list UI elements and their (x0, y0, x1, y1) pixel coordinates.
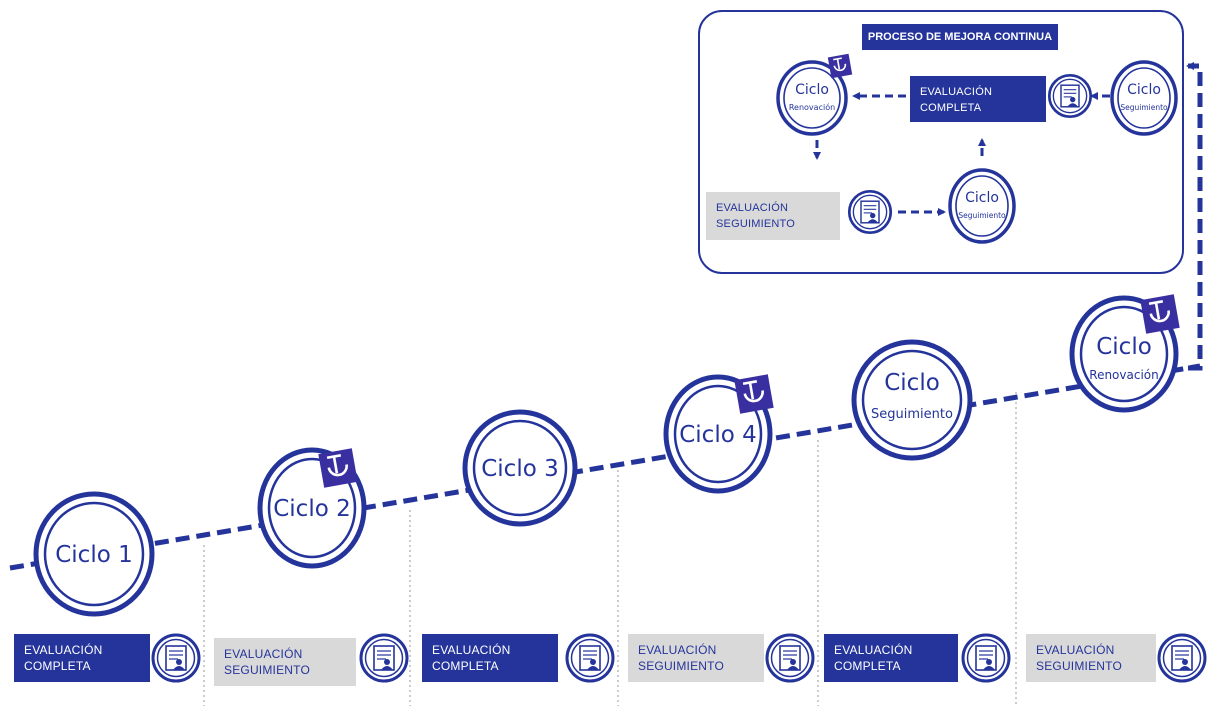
evaluation-label-line: SEGUIMIENTO (716, 218, 796, 230)
evaluation-label-line: COMPLETA (834, 659, 901, 673)
evaluation-label-4: EVALUACIÓN SEGUIMIENTO (628, 634, 764, 682)
evaluation-label-line: EVALUACIÓN (432, 643, 511, 657)
certification-badge-icon (826, 52, 854, 80)
progress-path (9, 363, 1201, 571)
panel-renovacion-title: Ciclo (795, 82, 829, 98)
cycle-1-label: Ciclo 1 (55, 542, 133, 568)
evaluation-label-1: EVALUACIÓN COMPLETA (14, 634, 150, 682)
cycle-2-label: Ciclo 2 (273, 496, 351, 522)
cycle-renovacion-title: Ciclo (1096, 334, 1152, 360)
cycle-3-label: Ciclo 3 (481, 456, 559, 482)
cycle-seguimiento-subtitle: Seguimiento (871, 407, 953, 422)
evaluation-label-line: EVALUACIÓN (1036, 643, 1115, 657)
cycle-renovacion: Ciclo Renovación (1069, 293, 1181, 413)
panel-seguimiento-title: Ciclo (1127, 82, 1161, 98)
evaluation-label-line: EVALUACIÓN (834, 643, 913, 657)
evaluation-label-line: EVALUACIÓN (716, 202, 789, 214)
cycle-2: Ciclo 2 (257, 447, 367, 569)
evaluation-document-icon (1047, 73, 1093, 119)
evaluation-label-line: COMPLETA (920, 102, 982, 114)
cycle-3: Ciclo 3 (462, 409, 578, 527)
cycle-1: Ciclo 1 (33, 491, 155, 617)
evaluation-label-line: SEGUIMIENTO (1036, 659, 1122, 673)
cycle-seguimiento: Ciclo Seguimiento (851, 339, 973, 461)
panel-evaluation-seguimiento: EVALUACIÓN SEGUIMIENTO (706, 192, 840, 240)
evaluation-label-line: EVALUACIÓN (920, 86, 993, 98)
evaluation-document-icon (847, 189, 893, 235)
evaluation-label-5: EVALUACIÓN COMPLETA (824, 634, 958, 682)
panel-cycle-seguimiento-mid: Ciclo Seguimiento (948, 168, 1016, 244)
panel-seguimiento-subtitle: Seguimiento (1120, 103, 1168, 112)
evaluation-label-line: SEGUIMIENTO (224, 663, 310, 677)
panel-seguimiento-mid-subtitle: Seguimiento (958, 211, 1006, 220)
panel-seguimiento-mid-title: Ciclo (965, 190, 999, 206)
evaluation-label-line: COMPLETA (24, 659, 91, 673)
loop-path (1186, 62, 1203, 371)
panel-title: PROCESO DE MEJORA CONTINUA (862, 24, 1058, 50)
evaluation-label-line: EVALUACIÓN (638, 643, 717, 657)
panel-cycle-seguimiento-top: Ciclo Seguimiento (1110, 60, 1178, 136)
panel-cycle-renovacion: Ciclo Renovación (776, 52, 854, 136)
evaluation-label-line: COMPLETA (432, 659, 499, 673)
evaluation-label-3: EVALUACIÓN COMPLETA (422, 634, 558, 682)
cycle-renovacion-subtitle: Renovación (1089, 368, 1158, 382)
evaluation-label-line: SEGUIMIENTO (638, 659, 724, 673)
cycle-4: Ciclo 4 (663, 373, 775, 494)
evaluation-label-line: EVALUACIÓN (224, 647, 303, 661)
panel-renovacion-subtitle: Renovación (789, 102, 835, 112)
cycle-seguimiento-title: Ciclo (884, 370, 940, 396)
evaluation-label-6: EVALUACIÓN SEGUIMIENTO (1026, 634, 1156, 682)
cycle-4-label: Ciclo 4 (679, 422, 757, 448)
evaluation-label-2: EVALUACIÓN SEGUIMIENTO (214, 638, 356, 686)
evaluation-label-line: EVALUACIÓN (24, 643, 103, 657)
panel-evaluation-completa: EVALUACIÓN COMPLETA (910, 76, 1046, 122)
